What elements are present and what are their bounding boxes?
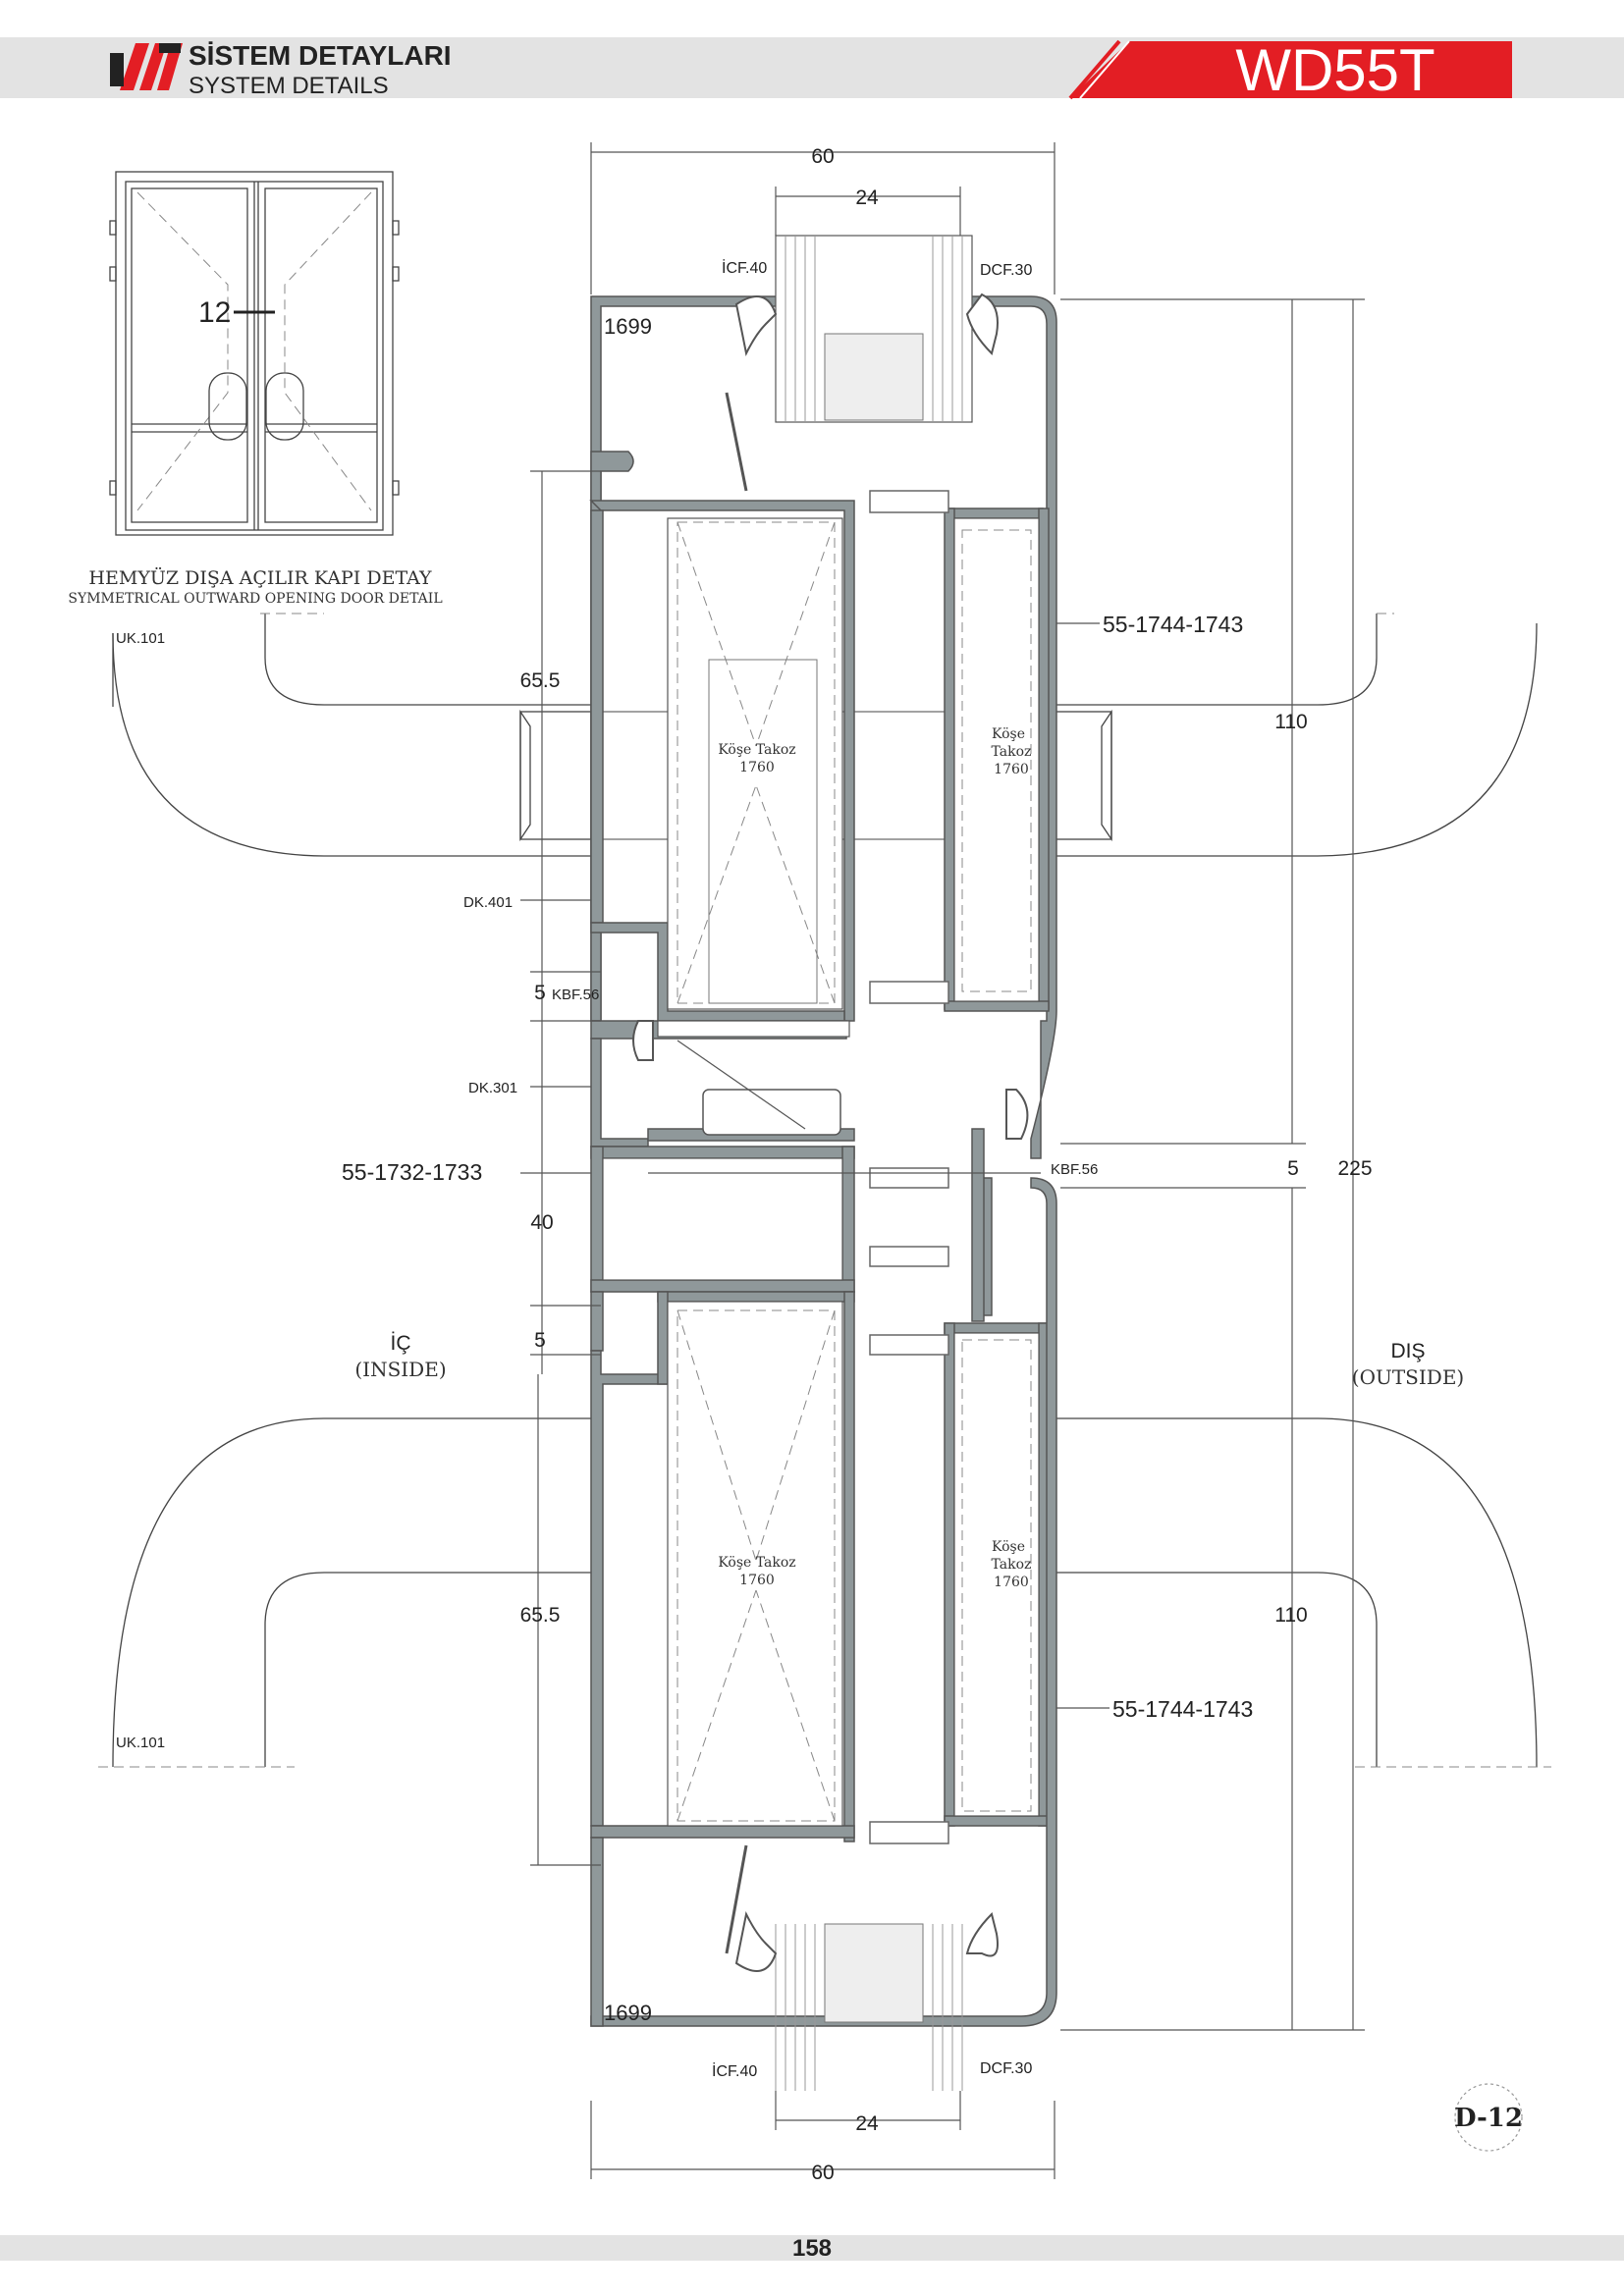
detail-code-badge: D-12: [1454, 2083, 1523, 2152]
thumbnail-caption-en: SYMMETRICAL OUTWARD OPENING DOOR DETAIL: [68, 591, 442, 607]
thermal-breaks: [869, 490, 949, 1844]
label-uk-bottom: UK.101: [116, 1735, 165, 1751]
block-a-line2: 1760: [739, 760, 775, 775]
brand-logo: [110, 43, 183, 90]
label-profile-bottom: 1699: [604, 2001, 652, 2025]
label-dk401: DK.401: [463, 894, 513, 911]
outside-label-en: (OUTSIDE): [1352, 1365, 1464, 1389]
block-c-line1: Köşe Takoz: [718, 1555, 795, 1571]
gasket-kbf-left: [632, 1020, 654, 1061]
block-d-line1: Köşe: [992, 1539, 1025, 1555]
part-labels: İCF.40 DCF.30 İCF.40 DCF.30 1699 1699 55…: [116, 258, 1253, 2080]
block-b-line3: 1760: [994, 762, 1029, 777]
block-b-line1: Köşe: [992, 726, 1025, 742]
label-sash-lower: 55-1744-1743: [1112, 1696, 1253, 1722]
dim-right-lower: 110: [1274, 1604, 1307, 1627]
block-a-line1: Köşe Takoz: [718, 742, 795, 758]
handle-upper: [112, 613, 1538, 857]
page-number: 158: [792, 2235, 832, 2262]
block-d-line3: 1760: [994, 1575, 1029, 1590]
door-handle-left: [208, 372, 247, 441]
label-icf-top: İCF.40: [722, 258, 767, 277]
label-dcf-bottom: DCF.30: [980, 2060, 1032, 2077]
dim-top-inner: 24: [855, 187, 879, 209]
header-title-tr: SİSTEM DETAYLARI: [189, 40, 452, 71]
gasket-dcf-bottom: [965, 1912, 999, 1957]
dim-center: 40: [530, 1211, 553, 1234]
profile-section: [589, 235, 1057, 2091]
detail-code: D-12: [1454, 2104, 1523, 2133]
door-handle-right: [265, 372, 304, 441]
label-kbf-right: KBF.56: [1051, 1161, 1098, 1178]
block-b-line2: Takoz: [992, 744, 1032, 760]
dim-left-upper: 65.5: [520, 669, 561, 692]
label-dk301: DK.301: [468, 1080, 517, 1096]
footer-bar: [0, 2235, 1624, 2261]
dimension-texts: 60 24 24 60 65.5 5 40 5 65.5 110 5 225 1…: [520, 145, 1373, 2184]
dim-left-lower: 65.5: [520, 1604, 561, 1627]
door-thumbnail: 12 HEMYÜZ DIŞA AÇILIR KAPI DETAY SYMMETR…: [68, 171, 443, 607]
inside-label-en: (INSIDE): [354, 1358, 446, 1381]
footer: 158: [0, 2235, 1624, 2262]
block-d-line2: Takoz: [992, 1557, 1032, 1573]
header: SİSTEM DETAYLARI SYSTEM DETAILS WD55T: [0, 37, 1624, 103]
dim-gap-upper: 5: [534, 982, 546, 1004]
side-labels: İÇ (INSIDE) DIŞ (OUTSIDE): [354, 1332, 1464, 1389]
handle-lower: [98, 1417, 1551, 1768]
header-title-en: SYSTEM DETAILS: [189, 73, 389, 99]
thumbnail-caption-tr: HEMYÜZ DIŞA AÇILIR KAPI DETAY: [88, 566, 432, 589]
label-icf-bottom: İCF.40: [712, 2061, 757, 2080]
product-code: WD55T: [1235, 37, 1435, 103]
label-uk-top: UK.101: [116, 630, 165, 647]
frame-1699-top: [590, 295, 1057, 1159]
dim-gap-lower: 5: [534, 1329, 546, 1352]
dim-bottom-outer: 60: [811, 2162, 834, 2184]
inside-label-tr: İÇ: [391, 1332, 411, 1355]
block-c-line2: 1760: [739, 1573, 775, 1588]
label-profile-top: 1699: [604, 314, 652, 339]
dim-right-gap: 5: [1287, 1157, 1299, 1180]
label-sash-upper: 55-1744-1743: [1103, 612, 1243, 637]
product-code-tab: [1070, 41, 1512, 98]
label-dcf-top: DCF.30: [980, 262, 1032, 279]
gasket-dcf-top: [965, 293, 999, 355]
thumbnail-callout: 12: [198, 296, 231, 329]
label-mullion: 55-1732-1733: [342, 1159, 482, 1185]
dim-right-upper: 110: [1274, 711, 1307, 733]
dim-top-outer: 60: [811, 145, 834, 168]
corner-blocks: [677, 521, 1032, 1822]
gasket-icf-bottom: [734, 1910, 778, 1972]
gasket-kbf-right: [1005, 1089, 1029, 1140]
dim-bottom-inner: 24: [855, 2112, 879, 2135]
outside-label-tr: DIŞ: [1390, 1340, 1425, 1362]
gasket-icf-top: [734, 295, 778, 357]
dim-right-total: 225: [1337, 1157, 1372, 1180]
dimension-lines: [520, 142, 1365, 2179]
label-kbf-left: KBF.56: [552, 987, 599, 1003]
